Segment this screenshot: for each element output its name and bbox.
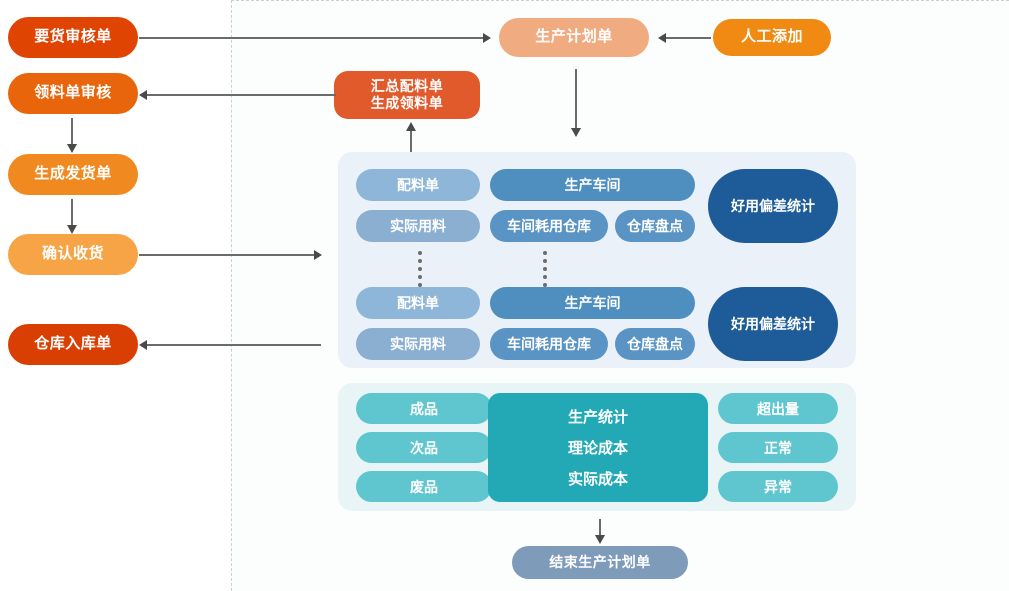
production-panel: 配料单 生产车间 好用偏差统计 实际用料 车间耗用仓库 仓库盘点 配料单 生产车… bbox=[338, 152, 856, 368]
connector-production-to-summary bbox=[410, 128, 412, 154]
chip-deviation-stat-2[interactable]: 好用偏差统计 bbox=[708, 287, 838, 361]
statistics-panel: 成品 次品 废品 生产统计 理论成本 实际成本 超出量 正常 异常 bbox=[338, 383, 856, 511]
connector-manual-to-plan bbox=[665, 37, 711, 39]
node-demand-review[interactable]: 要货审核单 bbox=[8, 17, 138, 58]
chip-workshop-consume-2[interactable]: 车间耗用仓库 bbox=[490, 328, 608, 360]
chip-normal[interactable]: 正常 bbox=[718, 432, 838, 463]
arrowhead-production-to-warehouse bbox=[139, 340, 147, 350]
chip-over-quantity[interactable]: 超出量 bbox=[718, 393, 838, 424]
chip-actual-material-1[interactable]: 实际用料 bbox=[356, 210, 480, 242]
node-confirm-receipt[interactable]: 确认收货 bbox=[8, 234, 138, 275]
arrowhead-summary-to-picking bbox=[139, 90, 147, 100]
chip-production-statistics[interactable]: 生产统计 理论成本 实际成本 bbox=[488, 393, 708, 502]
connector-statistics-to-end bbox=[599, 519, 601, 539]
chip-defective-product[interactable]: 次品 bbox=[356, 432, 492, 463]
connector-demand-to-plan bbox=[139, 37, 484, 39]
chip-stock-count-2[interactable]: 仓库盘点 bbox=[615, 328, 695, 360]
stat-line-production: 生产统计 bbox=[567, 409, 628, 426]
arrowhead-demand-to-plan bbox=[483, 33, 491, 43]
connector-plan-to-production bbox=[575, 69, 577, 131]
chip-actual-material-2[interactable]: 实际用料 bbox=[356, 328, 480, 360]
node-production-plan[interactable]: 生产计划单 bbox=[499, 18, 649, 57]
node-manual-add[interactable]: 人工添加 bbox=[713, 19, 831, 56]
connector-shipment-to-receipt bbox=[71, 199, 73, 227]
arrowhead-receipt-to-production bbox=[314, 250, 322, 260]
chip-recipe-1[interactable]: 配料单 bbox=[356, 169, 480, 201]
chip-stock-count-1[interactable]: 仓库盘点 bbox=[615, 210, 695, 242]
connector-receipt-to-production bbox=[139, 254, 315, 256]
node-summary-recipe[interactable]: 汇总配料单 生成领料单 bbox=[334, 71, 480, 119]
node-end-production-plan[interactable]: 结束生产计划单 bbox=[512, 546, 688, 579]
chip-workshop-1[interactable]: 生产车间 bbox=[490, 169, 695, 201]
connector-picking-to-shipment bbox=[71, 118, 73, 146]
stat-line-theoretical-cost: 理论成本 bbox=[567, 440, 628, 457]
arrowhead-production-to-summary bbox=[406, 122, 416, 131]
chip-deviation-stat-1[interactable]: 好用偏差统计 bbox=[708, 169, 838, 243]
arrowhead-shipment-to-receipt bbox=[67, 225, 77, 234]
node-create-shipment[interactable]: 生成发货单 bbox=[8, 154, 138, 195]
stat-line-actual-cost: 实际成本 bbox=[567, 471, 628, 488]
chip-finished-product[interactable]: 成品 bbox=[356, 393, 492, 424]
connector-summary-to-picking bbox=[146, 94, 336, 96]
chip-workshop-consume-1[interactable]: 车间耗用仓库 bbox=[490, 210, 608, 242]
chip-recipe-2[interactable]: 配料单 bbox=[356, 287, 480, 319]
chip-abnormal[interactable]: 异常 bbox=[718, 471, 838, 502]
dots-separator-left bbox=[418, 251, 422, 287]
connector-production-to-warehouse bbox=[146, 344, 321, 346]
chip-workshop-2[interactable]: 生产车间 bbox=[490, 287, 695, 319]
chip-scrap-product[interactable]: 废品 bbox=[356, 471, 492, 502]
node-picking-review[interactable]: 领料单审核 bbox=[8, 73, 138, 114]
arrowhead-manual-to-plan bbox=[658, 33, 666, 43]
arrowhead-plan-to-production bbox=[571, 128, 581, 137]
dots-separator-center bbox=[543, 251, 547, 287]
node-warehouse-in[interactable]: 仓库入库单 bbox=[8, 324, 138, 365]
arrowhead-picking-to-shipment bbox=[67, 144, 77, 153]
arrowhead-statistics-to-end bbox=[595, 535, 605, 544]
